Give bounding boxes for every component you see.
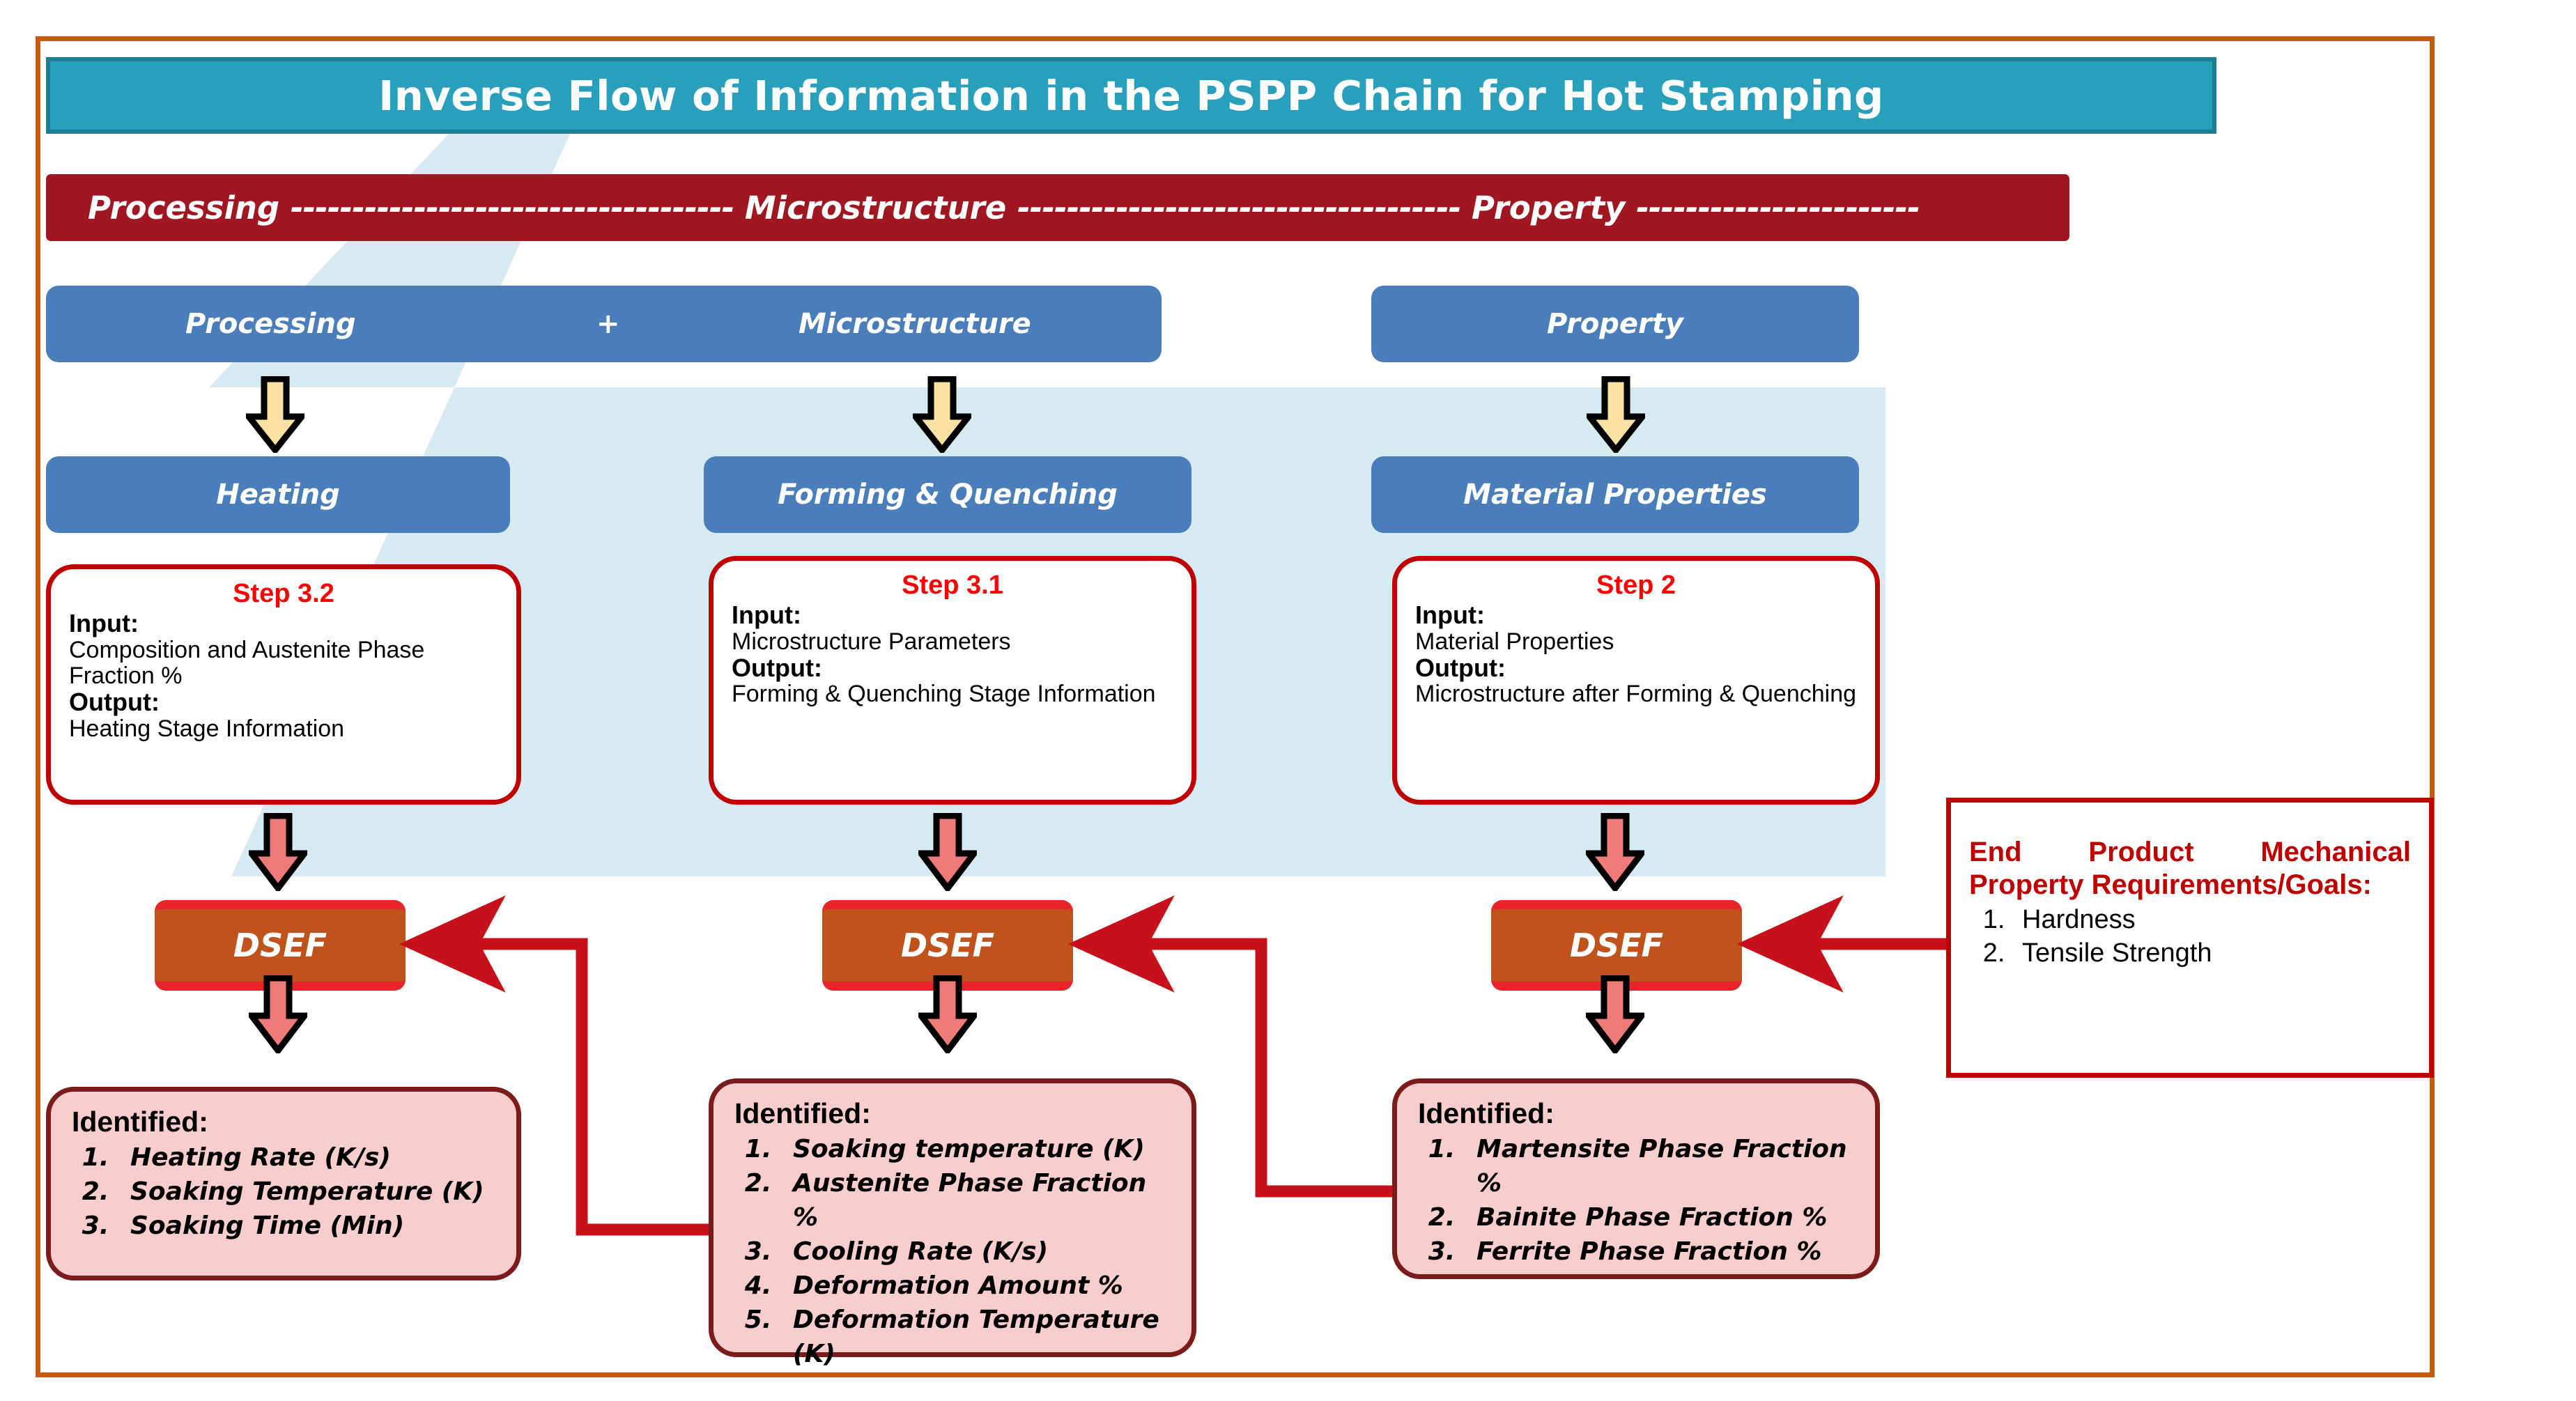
step-output-label: Output:: [69, 688, 160, 717]
step-input-label: Input:: [1415, 601, 1485, 629]
list-item: Soaking Temperature (K): [118, 1175, 495, 1209]
chain-segment-property: Property: [1472, 189, 1626, 226]
down-arrow-icon-dsef-to-identified-2: [918, 975, 977, 1053]
category-label-property: Property: [1547, 308, 1683, 340]
stage-box-material-properties[interactable]: Material Properties: [1371, 456, 1859, 533]
step-output-label: Output:: [1415, 653, 1506, 682]
chain-dash-2: ------------------------------------: [1017, 189, 1461, 226]
category-label-processing: Processing: [185, 308, 356, 340]
step-card-3-1[interactable]: Step 3.1 Input: Microstructure Parameter…: [709, 556, 1196, 805]
step-card-2[interactable]: Step 2 Input: Material Properties Output…: [1392, 556, 1880, 805]
down-arrow-icon-dsef-to-identified-1: [249, 975, 307, 1053]
page-title: Inverse Flow of Information in the PSPP …: [378, 71, 1884, 120]
identified-heading: Identified:: [72, 1106, 208, 1138]
chain-dash-3: -----------------------: [1636, 189, 1920, 226]
down-arrow-icon-heating: [246, 376, 304, 453]
list-item: Soaking temperature (K): [780, 1133, 1171, 1167]
end-product-requirements-card[interactable]: End Product Mechanical Property Requirem…: [1946, 798, 2434, 1078]
chain-dash-1: ------------------------------------: [290, 189, 734, 226]
list-item: Heating Rate (K/s): [118, 1141, 495, 1175]
identified-card-forming-quenching[interactable]: Identified: Soaking temperature (K) Aust…: [709, 1078, 1196, 1368]
stage-box-forming-quenching[interactable]: Forming & Quenching: [704, 456, 1191, 533]
down-arrow-icon-step31-to-dsef: [918, 813, 977, 891]
pspp-chain-banner: Processing -----------------------------…: [46, 174, 2069, 241]
identified-card-material-properties[interactable]: Identified: Martensite Phase Fraction % …: [1392, 1078, 1880, 1279]
list-item: Hardness: [2012, 903, 2411, 937]
identified-heading: Identified:: [734, 1097, 871, 1129]
category-box-processing-microstructure[interactable]: Processing + Microstructure: [46, 286, 1162, 362]
step-input-value: Microstructure Parameters: [732, 628, 1011, 655]
list-item: Deformation Temperature (K): [780, 1303, 1171, 1372]
step-output-label: Output:: [732, 653, 822, 682]
outer-border-frame: [36, 36, 2435, 1377]
step-output-value: Heating Stage Information: [69, 715, 345, 742]
step-output-value: Forming & Quenching Stage Information: [732, 681, 1156, 708]
page-title-bar: Inverse Flow of Information in the PSPP …: [46, 57, 2216, 134]
step-input-value: Material Properties: [1415, 628, 1614, 655]
category-label-microstructure: Microstructure: [799, 308, 1031, 340]
list-item: Cooling Rate (K/s): [780, 1235, 1171, 1269]
identified-list: Heating Rate (K/s) Soaking Temperature (…: [72, 1141, 495, 1244]
identified-card-heating[interactable]: Identified: Heating Rate (K/s) Soaking T…: [46, 1087, 521, 1280]
list-item: Bainite Phase Fraction %: [1464, 1201, 1854, 1235]
down-arrow-icon-forming: [913, 376, 971, 453]
category-plus-sign: +: [596, 308, 620, 340]
list-item: Deformation Amount %: [780, 1269, 1171, 1303]
identified-list: Soaking temperature (K) Austenite Phase …: [734, 1133, 1171, 1372]
category-box-property[interactable]: Property: [1371, 286, 1859, 362]
step-card-3-2[interactable]: Step 3.2 Input: Composition and Austenit…: [46, 564, 521, 805]
down-arrow-icon-step2-to-dsef: [1586, 813, 1644, 891]
down-arrow-icon-dsef-to-identified-3: [1586, 975, 1644, 1053]
identified-heading: Identified:: [1418, 1097, 1555, 1129]
stage-label-material-properties: Material Properties: [1463, 479, 1767, 511]
chain-segment-microstructure: Microstructure: [744, 189, 1007, 226]
step-title: Step 2: [1596, 571, 1676, 600]
stage-label-forming-quenching: Forming & Quenching: [778, 479, 1118, 511]
step-output-value: Microstructure after Forming & Quenching: [1415, 681, 1857, 708]
step-input-label: Input:: [69, 609, 139, 637]
dsef-label: DSEF: [1569, 927, 1664, 964]
step-title: Step 3.2: [233, 579, 334, 608]
step-input-label: Input:: [732, 601, 801, 629]
list-item: Martensite Phase Fraction %: [1464, 1133, 1854, 1201]
stage-label-heating: Heating: [216, 479, 340, 511]
list-item: Ferrite Phase Fraction %: [1464, 1235, 1854, 1269]
list-item: Tensile Strength: [2012, 936, 2411, 970]
down-arrow-icon-material-properties: [1587, 376, 1645, 453]
list-item: Austenite Phase Fraction %: [780, 1167, 1171, 1235]
step-input-value: Composition and Austenite Phase Fraction…: [69, 636, 425, 689]
stage-box-heating[interactable]: Heating: [46, 456, 510, 533]
dsef-label: DSEF: [900, 927, 995, 964]
end-product-requirements-heading: End Product Mechanical Property Requirem…: [1969, 837, 2411, 900]
dsef-label: DSEF: [233, 927, 327, 964]
step-title: Step 3.1: [902, 571, 1003, 600]
chain-segment-processing: Processing: [88, 189, 280, 226]
end-product-requirements-list: Hardness Tensile Strength: [1969, 903, 2411, 970]
down-arrow-icon-step32-to-dsef: [249, 813, 307, 891]
list-item: Soaking Time (Min): [118, 1209, 495, 1244]
identified-list: Martensite Phase Fraction % Bainite Phas…: [1418, 1133, 1854, 1269]
chain-banner-text: Processing -----------------------------…: [88, 189, 1920, 226]
